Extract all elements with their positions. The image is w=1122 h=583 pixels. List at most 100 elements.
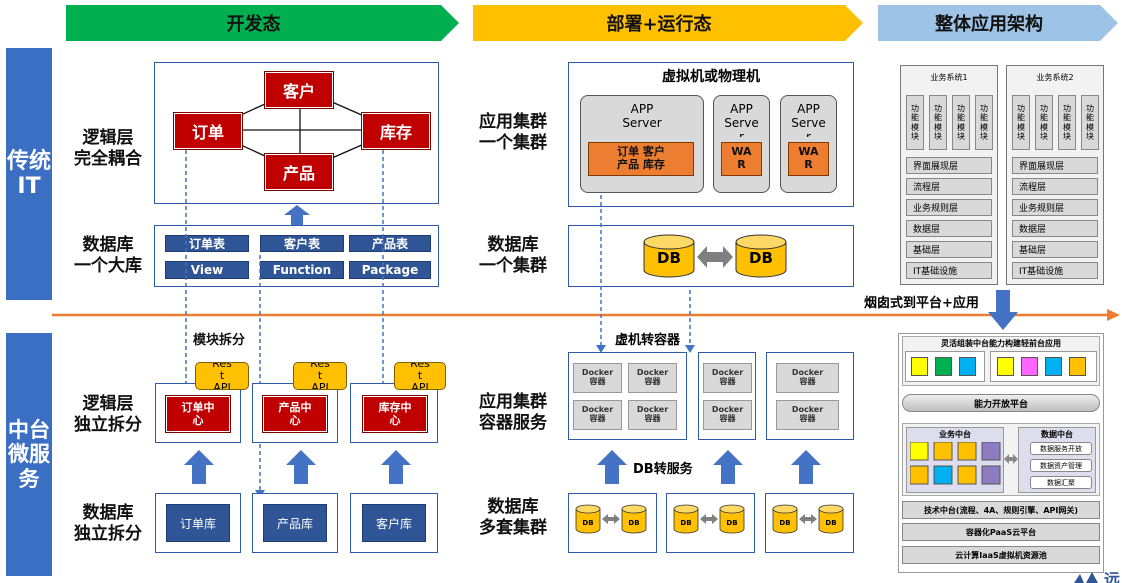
label-app-container: 应用集群 容器服务 [479,392,547,434]
docker-2a: Docker 容器 [703,363,752,393]
app-tile-yellow-1 [911,357,928,376]
header-dev: 开发态 [66,5,459,41]
module-2-2: 功 能 模 块 [1035,95,1053,150]
biz-center-title: 业务中台 [939,430,971,439]
label-db-split: 数据库 独立拆分 [74,503,142,545]
header-arch: 整体应用架构 [878,5,1118,41]
data-item-service: 数据服务开放 [1030,442,1092,455]
dashed-split-lines [181,150,388,498]
tech-center: 技术中台(流程、4A、规则引擎、API网关) [902,501,1100,519]
label-logic-coupled: 逻辑层 完全耦合 [74,128,142,170]
center-inventory: 库存中 心 [363,396,427,432]
capability-platform-label: 能力开放平台 [973,400,1028,410]
app-tile-cyan-2 [1045,357,1062,376]
split-db-order: 订单库 [166,504,230,542]
rest-api-1: Res t API [195,362,249,390]
data-item-asset: 数据资产管理 [1030,459,1092,472]
label-logic-split: 逻辑层 独立拆分 [74,394,142,436]
down-arrow-right [988,290,1018,330]
transition-label: 烟囱式到平台+应用 [862,292,981,311]
logo: 远 [1072,568,1122,583]
layer-1-data: 数据层 [906,220,992,237]
app-server-inner: 订单 客户 产品 库存 [588,142,694,176]
biz-system-1-title: 业务系统1 [930,73,968,82]
db-cylinder-1 [643,234,695,278]
layer-2-rule: 业务规则层 [1012,199,1098,216]
label-db-cluster: 数据库 一个集群 [479,235,547,277]
biz-center-tiles [910,442,1001,485]
center-link-arrow [1004,454,1018,464]
rest-api-2: Res t API [293,362,347,390]
db-cylinder-2 [735,234,787,278]
layer-1-ui: 界面展现层 [906,157,992,174]
db-mini-2b: DB [726,519,738,527]
divider-arrow [52,309,1120,321]
up-arrow-deploy-2 [713,450,743,484]
app-tile-orange [1069,357,1086,376]
data-item-gather: 数据汇聚 [1030,476,1092,489]
center-order: 订单中 心 [166,396,230,432]
db-mini-3b: DB [825,519,837,527]
db-table-customer: 客户表 [260,235,344,252]
app-tile-yellow-2 [997,357,1014,376]
up-arrow-dev-2 [286,450,316,484]
logo-text: 远 [1104,570,1121,583]
layer-1-rule: 业务规则层 [906,199,992,216]
docker-3a: Docker 容器 [776,363,839,393]
db-label-2: DB [749,249,773,267]
db-table-product: 产品表 [349,235,431,252]
up-arrow-deploy-3 [791,450,821,484]
up-arrow-dev-1 [184,450,214,484]
db-label-1: DB [657,249,681,267]
db-mini-2a: DB [680,519,692,527]
layer-2-ui: 界面展现层 [1012,157,1098,174]
app-server-2-label: APP Serve r [724,103,759,137]
biz-system-2-title: 业务系统2 [1036,73,1074,82]
db-sync-arrow [697,246,733,268]
app-server-main-label: APP Server [622,102,662,130]
docker-2b: Docker 容器 [703,400,752,430]
up-arrow-dev-3 [381,450,411,484]
docker-3b: Docker 容器 [776,400,839,430]
iaas-layer: 云计算IaaS虚拟机资源池 [902,546,1100,564]
layer-2-base: 基础层 [1012,241,1098,258]
app-server-3-label: APP Serve r [791,103,826,137]
layer-1-base: 基础层 [906,241,992,258]
vm-title: 虚拟机或物理机 [662,69,760,85]
module-1-1: 功 能 模 块 [906,95,924,150]
module-1-3: 功 能 模 块 [952,95,970,150]
side-traditional-it: 传统 IT [6,48,52,300]
layer-1-flow: 流程层 [906,178,992,195]
module-2-1: 功 能 模 块 [1012,95,1030,150]
docker-1c: Docker 容器 [573,400,622,430]
label-db-one: 数据库 一个大库 [74,235,142,277]
center-product: 产品中 心 [263,396,327,432]
app-tile-pink [1021,357,1038,376]
coupled-order: 订单 [174,113,242,149]
front-app-title: 灵活组装中台能力构建轻前台应用 [941,339,1061,348]
header-dev-label: 开发态 [226,14,281,35]
up-arrow-deploy-1 [597,450,627,484]
data-center-title: 数据中台 [1041,430,1073,439]
header-deploy-label: 部署+运行态 [606,14,712,35]
war-1: WA R [721,142,762,176]
docker-1b: Docker 容器 [628,363,677,393]
layer-2-flow: 流程层 [1012,178,1098,195]
db-function: Function [260,261,344,279]
layer-2-data: 数据层 [1012,220,1098,237]
coupled-inventory: 库存 [362,113,430,149]
app-tile-green [935,357,952,376]
db-mini-1a: DB [582,519,594,527]
war-2: WA R [788,142,829,176]
module-split-label: 模块拆分 [193,333,246,348]
paas-layer: 容器化PaaS云平台 [902,523,1100,541]
db-package: Package [349,261,431,279]
header-arch-label: 整体应用架构 [935,14,1043,35]
module-1-4: 功 能 模 块 [975,95,993,150]
up-arrow-dev-top [284,205,310,225]
layer-1-infra: IT基础设施 [906,262,992,279]
split-db-product: 产品库 [263,504,327,542]
module-2-3: 功 能 模 块 [1058,95,1076,150]
deploy-dashed-lines [596,195,695,353]
db-table-order: 订单表 [165,235,249,252]
